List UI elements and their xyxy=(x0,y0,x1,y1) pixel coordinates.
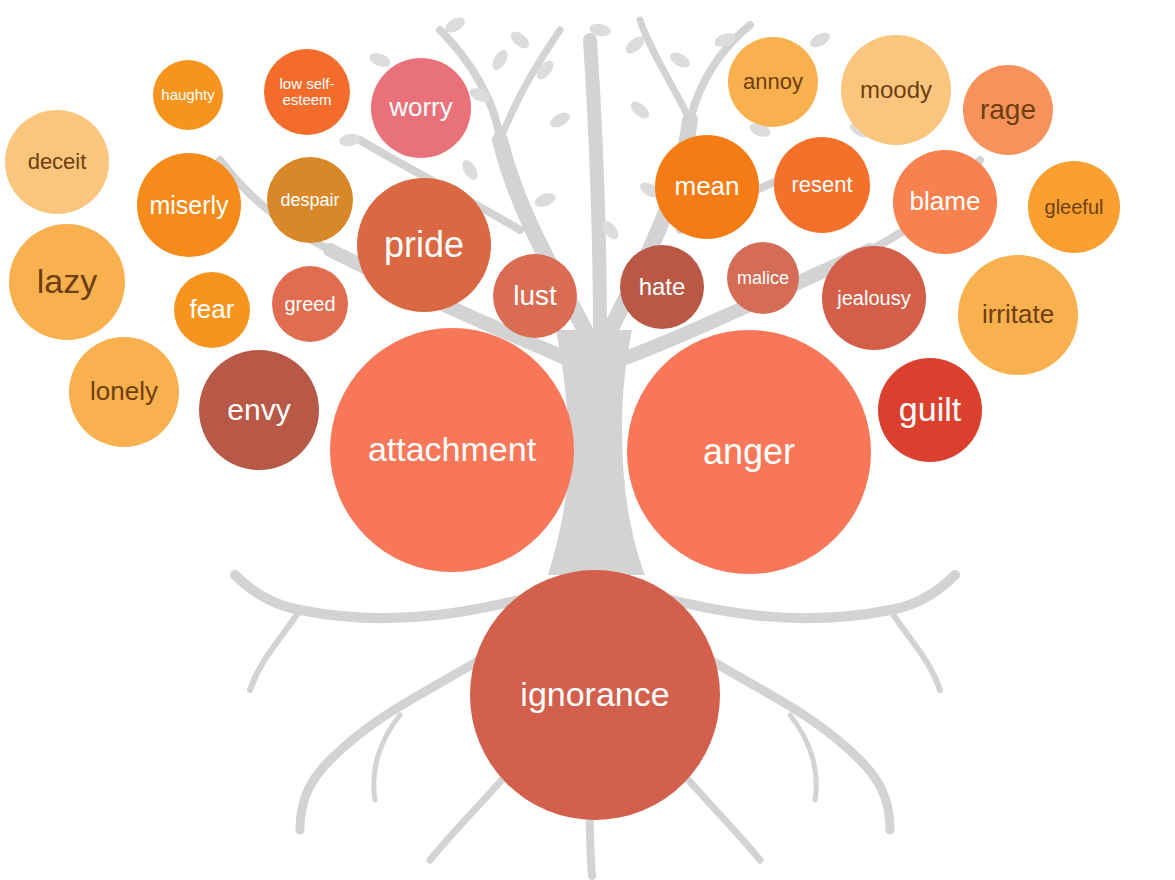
emotion-label: malice xyxy=(737,269,789,288)
emotion-circle: moody xyxy=(841,35,951,145)
circle-fill xyxy=(357,178,491,312)
circle-fill xyxy=(893,150,997,254)
emotion-label: mean xyxy=(674,173,739,200)
circle-fill xyxy=(267,157,353,243)
circle-fill xyxy=(727,242,799,314)
circle-fill xyxy=(620,245,704,329)
emotion-label: greed xyxy=(284,294,335,315)
circle-fill xyxy=(728,37,818,127)
circle-fill xyxy=(1028,161,1120,253)
emotion-label: ignorance xyxy=(520,677,669,713)
emotion-label: lonely xyxy=(90,378,158,405)
circle-fill xyxy=(272,266,348,342)
emotion-circle: guilt xyxy=(878,358,982,462)
emotion-circle: hate xyxy=(620,245,704,329)
emotion-circle: jealousy xyxy=(822,246,926,350)
emotion-label: pride xyxy=(384,226,464,264)
emotion-circle: anger xyxy=(627,330,871,574)
emotion-label: miserly xyxy=(149,192,228,218)
emotion-label: resent xyxy=(791,173,852,196)
emotion-label: guilt xyxy=(899,392,961,428)
circle-fill xyxy=(493,254,577,338)
circle-fill xyxy=(153,60,223,130)
emotion-circle: annoy xyxy=(728,37,818,127)
emotion-label: blame xyxy=(910,188,981,215)
circle-fill xyxy=(655,135,759,239)
circle-fill xyxy=(330,328,574,572)
emotion-circle: ignorance xyxy=(470,570,720,820)
emotion-circle: haughty xyxy=(153,60,223,130)
circle-fill xyxy=(264,49,350,135)
emotion-label: lazy xyxy=(37,264,97,300)
emotion-label: fear xyxy=(190,296,235,323)
emotion-label: deceit xyxy=(28,150,87,173)
circle-fill xyxy=(774,137,870,233)
circle-fill xyxy=(470,570,720,820)
emotion-label: attachment xyxy=(368,432,536,468)
emotion-label: gleeful xyxy=(1045,197,1104,218)
emotion-circle: attachment xyxy=(330,328,574,572)
emotion-circle: blame xyxy=(893,150,997,254)
circle-fill xyxy=(371,58,471,158)
emotion-label: irritate xyxy=(982,301,1054,328)
emotion-label: anger xyxy=(703,433,795,471)
emotion-label: worry xyxy=(389,94,453,121)
emotion-label: lust xyxy=(513,281,557,310)
emotion-label: envy xyxy=(227,394,290,426)
emotion-circle: lazy xyxy=(9,224,125,340)
emotion-circle: worry xyxy=(371,58,471,158)
circle-fill xyxy=(69,337,179,447)
circle-fill xyxy=(878,358,982,462)
circle-fill xyxy=(199,350,319,470)
emotion-circle: mean xyxy=(655,135,759,239)
circle-fill xyxy=(9,224,125,340)
emotion-circle: pride xyxy=(357,178,491,312)
circle-fill xyxy=(841,35,951,145)
circle-fill xyxy=(958,255,1078,375)
emotion-circle: low self-esteem xyxy=(264,49,350,135)
emotion-circle: despair xyxy=(267,157,353,243)
emotion-circle: malice xyxy=(727,242,799,314)
emotion-label: haughty xyxy=(161,87,214,103)
emotion-circle: fear xyxy=(174,272,250,348)
circle-fill xyxy=(627,330,871,574)
circle-fill xyxy=(963,65,1053,155)
emotion-circle: miserly xyxy=(137,153,241,257)
emotion-circle: irritate xyxy=(958,255,1078,375)
emotion-circle: rage xyxy=(963,65,1053,155)
emotion-label: despair xyxy=(280,191,339,210)
emotion-label: hate xyxy=(639,274,686,299)
emotion-circle: lonely xyxy=(69,337,179,447)
emotion-circle: gleeful xyxy=(1028,161,1120,253)
circle-fill xyxy=(5,110,109,214)
circle-fill xyxy=(137,153,241,257)
emotion-label: rage xyxy=(980,95,1036,124)
emotion-label: low self-esteem xyxy=(273,76,340,108)
emotion-circle: lust xyxy=(493,254,577,338)
circle-fill xyxy=(174,272,250,348)
emotion-label: jealousy xyxy=(837,288,910,309)
emotion-circle: deceit xyxy=(5,110,109,214)
emotion-circle: greed xyxy=(272,266,348,342)
emotion-label: annoy xyxy=(743,70,803,93)
emotion-circle: resent xyxy=(774,137,870,233)
emotion-label: moody xyxy=(860,77,932,102)
circle-fill xyxy=(822,246,926,350)
emotion-circle: envy xyxy=(199,350,319,470)
